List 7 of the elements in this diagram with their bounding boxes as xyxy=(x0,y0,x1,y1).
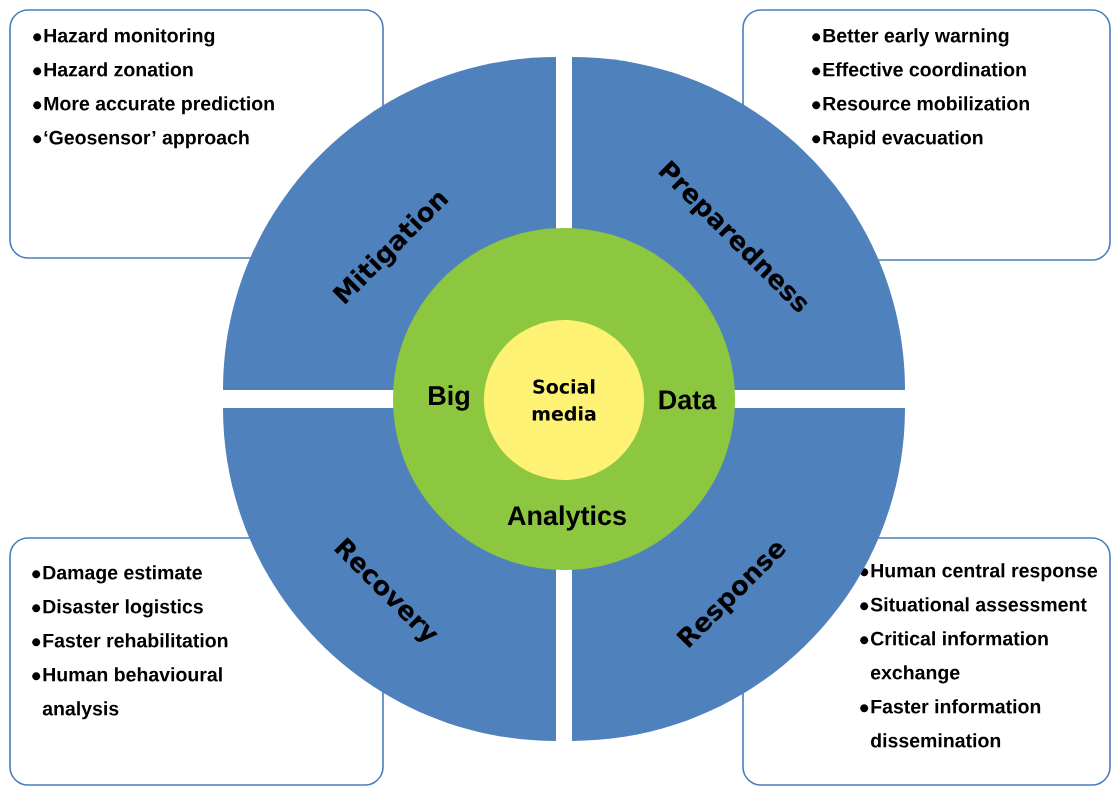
bullet-item: Human behavioural analysis xyxy=(32,667,222,720)
bullet-item: Damage estimate xyxy=(32,565,202,584)
bullet-item: Hazard monitoring xyxy=(33,28,215,47)
bullet-item: Better early warning xyxy=(812,28,1009,47)
bullet-item: Hazard zonation xyxy=(33,62,193,77)
bullet-item: Disaster logistics xyxy=(32,599,203,618)
ring-label: Data xyxy=(659,390,717,410)
